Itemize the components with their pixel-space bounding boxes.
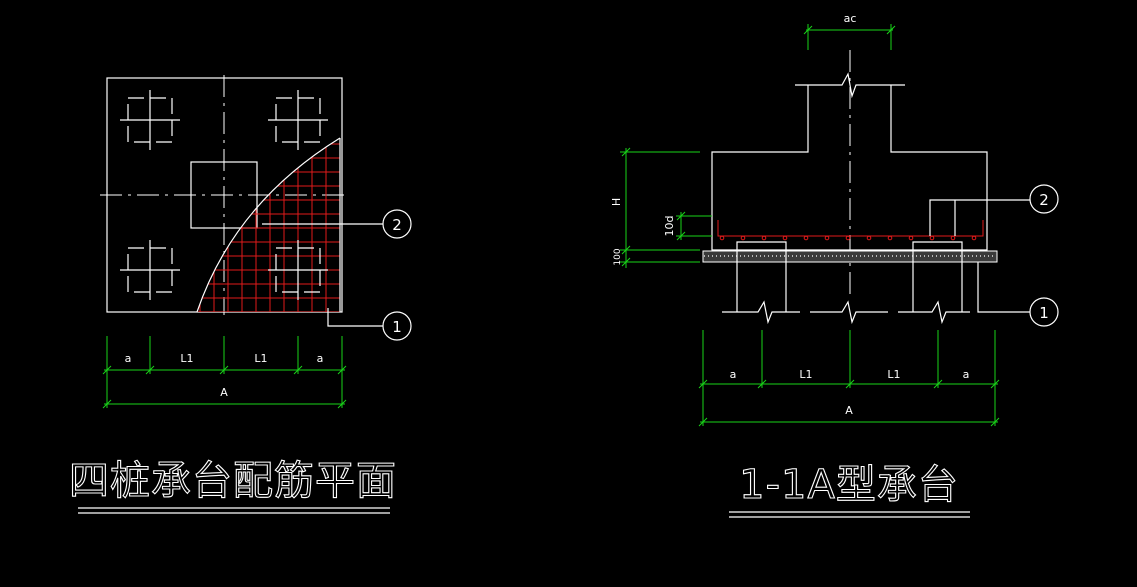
plan-dim-l1-left: L1 <box>180 352 193 365</box>
section-dim-a-right: a <box>963 368 970 381</box>
section-view-title: 1-1A型承台 <box>739 462 959 508</box>
section-dim-l1-left: L1 <box>799 368 812 381</box>
section-dim-total: A <box>845 404 853 417</box>
rebar-dot <box>866 235 872 241</box>
plan-dim-total: A <box>220 386 228 399</box>
plan-dim-a-right: a <box>317 352 324 365</box>
column-dim-label: ac <box>844 12 857 25</box>
pile-symbols <box>120 90 328 300</box>
section-vertical-dimensions: H 10d 100 <box>610 147 712 268</box>
callout-1-bubble <box>382 311 412 341</box>
break-curve <box>196 137 341 313</box>
section-callout-2-leader <box>929 199 1030 236</box>
rebar-dot <box>803 235 809 241</box>
pile-symbol <box>268 240 328 300</box>
pad-label: 100 <box>613 248 623 265</box>
rebar-dot <box>929 235 935 241</box>
section-horizontal-dimensions: a L1 L1 a A <box>698 330 1000 427</box>
bedding-pad <box>702 250 998 263</box>
pile-cap-plan-view: 2 1 a L1 L1 a A 四桩承台配筋平面 <box>68 75 412 514</box>
pile-symbol <box>120 90 180 150</box>
pile-symbol <box>120 240 180 300</box>
section-callout-2-bubble <box>1029 184 1059 214</box>
section-callout-1-bubble <box>1029 297 1059 327</box>
pile-break-line-right <box>898 300 970 325</box>
pile-break-line-mid <box>810 300 888 325</box>
rebar-dot <box>761 235 767 241</box>
pile-cap-section-view: ac 2 1 <box>610 12 1059 518</box>
plan-view-title: 四桩承台配筋平面 <box>69 458 397 504</box>
rebar-dot <box>740 235 746 241</box>
callout-2-label: 2 <box>392 216 402 234</box>
callout-1-leader <box>327 308 383 327</box>
rebar-dot <box>824 235 830 241</box>
callout-2-bubble <box>382 209 412 239</box>
bottom-rebar <box>717 220 984 237</box>
cover-label: 10d <box>663 216 676 237</box>
rebar-dot <box>908 235 914 241</box>
callout-1-label: 1 <box>392 318 402 336</box>
section-piles <box>736 241 963 312</box>
section-dim-a-left: a <box>730 368 737 381</box>
column-break-line <box>795 72 905 99</box>
height-label: H <box>610 198 623 206</box>
rebar-dots <box>719 235 977 241</box>
rebar-dot <box>971 235 977 241</box>
plan-dim-l1-right: L1 <box>254 352 267 365</box>
rebar-dot <box>719 235 725 241</box>
section-callout-2-label: 2 <box>1039 191 1049 209</box>
plan-dim-a-left: a <box>125 352 132 365</box>
rebar-dot <box>782 235 788 241</box>
rebar-dot <box>845 235 851 241</box>
rebar-mesh <box>197 138 340 312</box>
section-callout-1-leader <box>977 262 1030 313</box>
plan-dimensions: a L1 L1 a A <box>102 336 347 409</box>
section-callout-1-label: 1 <box>1039 304 1049 322</box>
rebar-dot <box>887 235 893 241</box>
pile-break-line-left <box>722 300 800 325</box>
rebar-dot <box>950 235 956 241</box>
pile-symbol <box>268 90 328 150</box>
column-outline <box>190 161 258 229</box>
section-dim-l1-right: L1 <box>887 368 900 381</box>
